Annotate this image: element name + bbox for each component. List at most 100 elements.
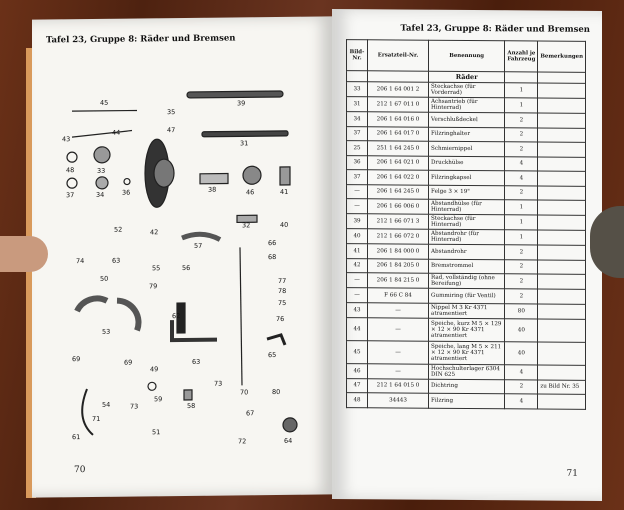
cell-bemerkungen	[537, 229, 586, 246]
cell-ersatzteil-nr: 206 1 84 000 0	[367, 243, 429, 259]
right-weight-object	[590, 206, 624, 278]
cell-anzahl: 2	[504, 244, 538, 260]
cell-ersatzteil-nr: 212 1 66 072 0	[367, 228, 429, 245]
cell-bild-nr: 41	[346, 243, 368, 259]
part-number: 71	[92, 415, 100, 423]
exploded-parts-diagram: 45 43 44 35 47 39 31 48 33 37 34 36 38 4…	[62, 90, 298, 446]
part-number: 59	[154, 395, 162, 403]
cell-benennung: Hochschulterlager 6304 DIN 625	[428, 363, 505, 380]
table-row: 44—Speiche, kurz M 5 × 129 × 12 × 90 Kr …	[346, 317, 586, 342]
cell-bemerkungen: zu Bild Nr. 35	[537, 379, 586, 395]
cell-benennung: Abstandrohr (für Hinterrad)	[428, 229, 505, 245]
cell-benennung: Bremstrommel	[428, 258, 505, 274]
left-page-number: 70	[74, 465, 86, 476]
part-number: 57	[194, 242, 202, 250]
open-book: Tafel 23, Gruppe 8: Räder und Bremsen	[14, 8, 604, 504]
left-page-title: Tafel 23, Gruppe 8: Räder und Bremsen	[46, 33, 236, 46]
part-number: 46	[246, 188, 254, 196]
part-number: 61	[72, 433, 80, 441]
right-page-title: Tafel 23, Gruppe 8: Räder und Bremsen	[400, 23, 590, 35]
cell-benennung: Filzringhalter	[428, 126, 505, 142]
brake-cable	[81, 388, 94, 436]
col-bild-nr: Bild-Nr.	[346, 39, 368, 71]
cell-ersatzteil-nr: 206 1 64 245 0	[367, 184, 429, 200]
brake-shoe-right	[116, 297, 142, 332]
cell-bild-nr: 37	[346, 126, 368, 141]
cell-anzahl: 80	[504, 303, 538, 319]
cell-anzahl: 4	[504, 364, 538, 380]
cell-benennung: Abstandrohr	[428, 244, 505, 260]
part-number: 73	[130, 402, 138, 410]
part-number: 52	[114, 226, 122, 234]
part-number: 64	[284, 437, 292, 445]
part-number: 44	[112, 129, 120, 137]
part-number: 79	[149, 282, 157, 290]
bushing	[236, 214, 258, 224]
part-number: 63	[192, 358, 200, 366]
part-number: 54	[102, 401, 110, 409]
cell-anzahl: 1	[504, 214, 538, 230]
part-number: 72	[238, 437, 246, 445]
cell-bemerkungen	[537, 364, 586, 380]
part-number: 41	[280, 188, 288, 196]
part-number: 34	[96, 191, 104, 199]
part-number: 31	[240, 139, 248, 147]
cell-anzahl: 2	[504, 112, 538, 128]
cell-ersatzteil-nr: 251 1 64 245 0	[367, 140, 429, 156]
cell-bild-nr: —	[346, 184, 368, 199]
cell-ersatzteil-nr: 206 1 64 022 0	[367, 169, 429, 185]
cell-ersatzteil-nr: 206 1 64 016 0	[367, 111, 429, 127]
brake-shoe-left	[74, 295, 109, 313]
cell-bild-nr: 45	[346, 340, 368, 364]
cell-ersatzteil-nr: 206 1 64 017 0	[367, 126, 429, 142]
part-labels: 45 43 44 35 47 39 31 48 33 37 34 36 38 4…	[62, 99, 292, 446]
washer	[147, 381, 157, 391]
seal-ring	[66, 177, 78, 189]
cell-benennung: Dichtring	[428, 378, 505, 394]
cell-ersatzteil-nr: 206 1 66 006 0	[367, 198, 429, 215]
cell-ersatzteil-nr: 212 1 66 071 3	[367, 213, 429, 230]
part-number: 78	[278, 287, 286, 295]
cell-benennung: Nippel M 3 Kr 4371 atramentiert	[428, 302, 505, 319]
cell-anzahl: 2	[504, 127, 538, 142]
table-header-row: Bild-Nr. Ersatzteil-Nr. Benennung Anzahl…	[346, 39, 586, 73]
book-edge	[26, 48, 36, 498]
part-number: 68	[268, 253, 276, 261]
cell-benennung: Speiche, kurz M 5 × 129 × 12 × 90 Kr 437…	[428, 317, 505, 342]
cell-bemerkungen	[537, 214, 586, 231]
part-number: 76	[276, 315, 284, 323]
part-number: 48	[66, 166, 74, 174]
cell-bemerkungen	[537, 170, 586, 186]
spoke-short	[71, 129, 133, 138]
part-number: 77	[278, 277, 286, 285]
part-number: 38	[208, 186, 216, 194]
right-page-number: 71	[566, 468, 578, 479]
left-thumb	[0, 236, 48, 272]
cell-bemerkungen	[537, 244, 586, 260]
cell-bemerkungen	[537, 303, 586, 319]
left-page: Tafel 23, Gruppe 8: Räder und Bremsen	[32, 16, 332, 498]
brake-cam-lever	[170, 320, 217, 343]
part-number: 40	[280, 221, 288, 229]
cell-ersatzteil-nr: 212 1 67 011 0	[367, 96, 429, 113]
cell-bemerkungen	[537, 156, 586, 172]
brake-rod	[239, 247, 243, 386]
part-number: 56	[182, 264, 190, 272]
cell-benennung: Schmiernippel	[428, 141, 505, 157]
cell-bild-nr: 46	[346, 363, 368, 379]
cell-benennung: Speiche, lang M 5 × 211 × 12 × 90 Kr 437…	[428, 340, 505, 365]
cap	[95, 176, 109, 190]
cell-bild-nr: 25	[346, 140, 368, 156]
ball-bearing	[242, 165, 262, 185]
cell-ersatzteil-nr: —	[367, 302, 429, 318]
nipple	[123, 177, 131, 186]
part-number: 35	[167, 108, 175, 116]
cell-anzahl: 4	[504, 156, 538, 171]
section-title: Räder	[428, 71, 505, 83]
